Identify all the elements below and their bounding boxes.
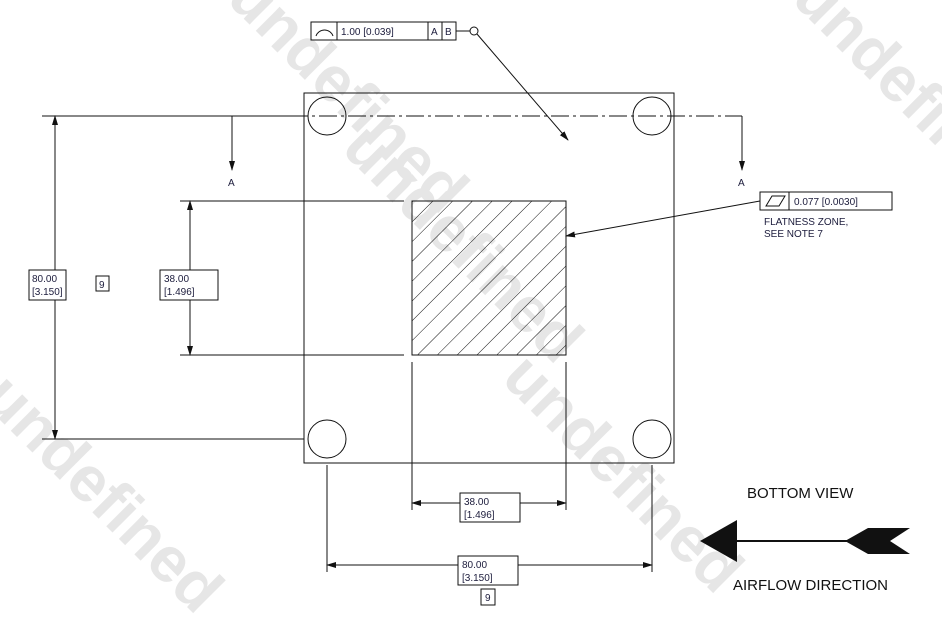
- drawing-label: A: [738, 178, 745, 189]
- drawing-label: 9: [485, 593, 491, 604]
- dim-bottom-overall: 80.00 [3.150] 9: [326, 465, 653, 606]
- dim-left-inner: 38.00 [1.496]: [159, 200, 404, 356]
- drawing-label: 38.00: [464, 497, 489, 508]
- profile-of-line-icon: [315, 29, 334, 37]
- flatness-feature-control-frame: 0.077 [0.0030] FLATNESS ZONE, SEE NOTE 7: [565, 191, 893, 240]
- plate-outline: [303, 92, 675, 464]
- drawing-label: A: [228, 178, 235, 189]
- drawing-label: 1.00 [0.039]: [341, 27, 394, 38]
- dim-left-overall: 80.00 [3.150] 9: [28, 115, 304, 440]
- drawing-label: undefined: [0, 359, 237, 620]
- drawing-label: 80.00: [462, 560, 487, 571]
- airflow-arrow-icon: [700, 520, 910, 562]
- drawing-label: [1.496]: [464, 510, 495, 521]
- drawing-label: [1.496]: [164, 287, 195, 298]
- drawing-label: A: [431, 27, 438, 38]
- airflow-label: AIRFLOW DIRECTION: [733, 577, 888, 594]
- profile-feature-control-frame: 1.00 [0.039] A B: [310, 21, 569, 141]
- drawing-label: [3.150]: [32, 287, 63, 298]
- drawing-label: undefined: [490, 339, 757, 606]
- flatness-zone-hatch: [411, 200, 567, 356]
- drawing-label: [3.150]: [462, 573, 493, 584]
- drawing-label: 0.077 [0.0030]: [794, 197, 858, 208]
- drawing-label: 9: [99, 280, 105, 291]
- view-title: BOTTOM VIEW: [747, 485, 854, 502]
- drawing-label: 80.00: [32, 274, 57, 285]
- flatness-icon: [765, 195, 786, 207]
- drawing-label: FLATNESS ZONE,: [764, 217, 848, 228]
- drawing-label: 38.00: [164, 274, 189, 285]
- section-line-a-a: A A: [228, 115, 745, 189]
- drawing-label: SEE NOTE 7: [764, 229, 823, 240]
- drawing-label: B: [445, 27, 452, 38]
- dim-bottom-inner: 38.00 [1.496]: [411, 362, 567, 523]
